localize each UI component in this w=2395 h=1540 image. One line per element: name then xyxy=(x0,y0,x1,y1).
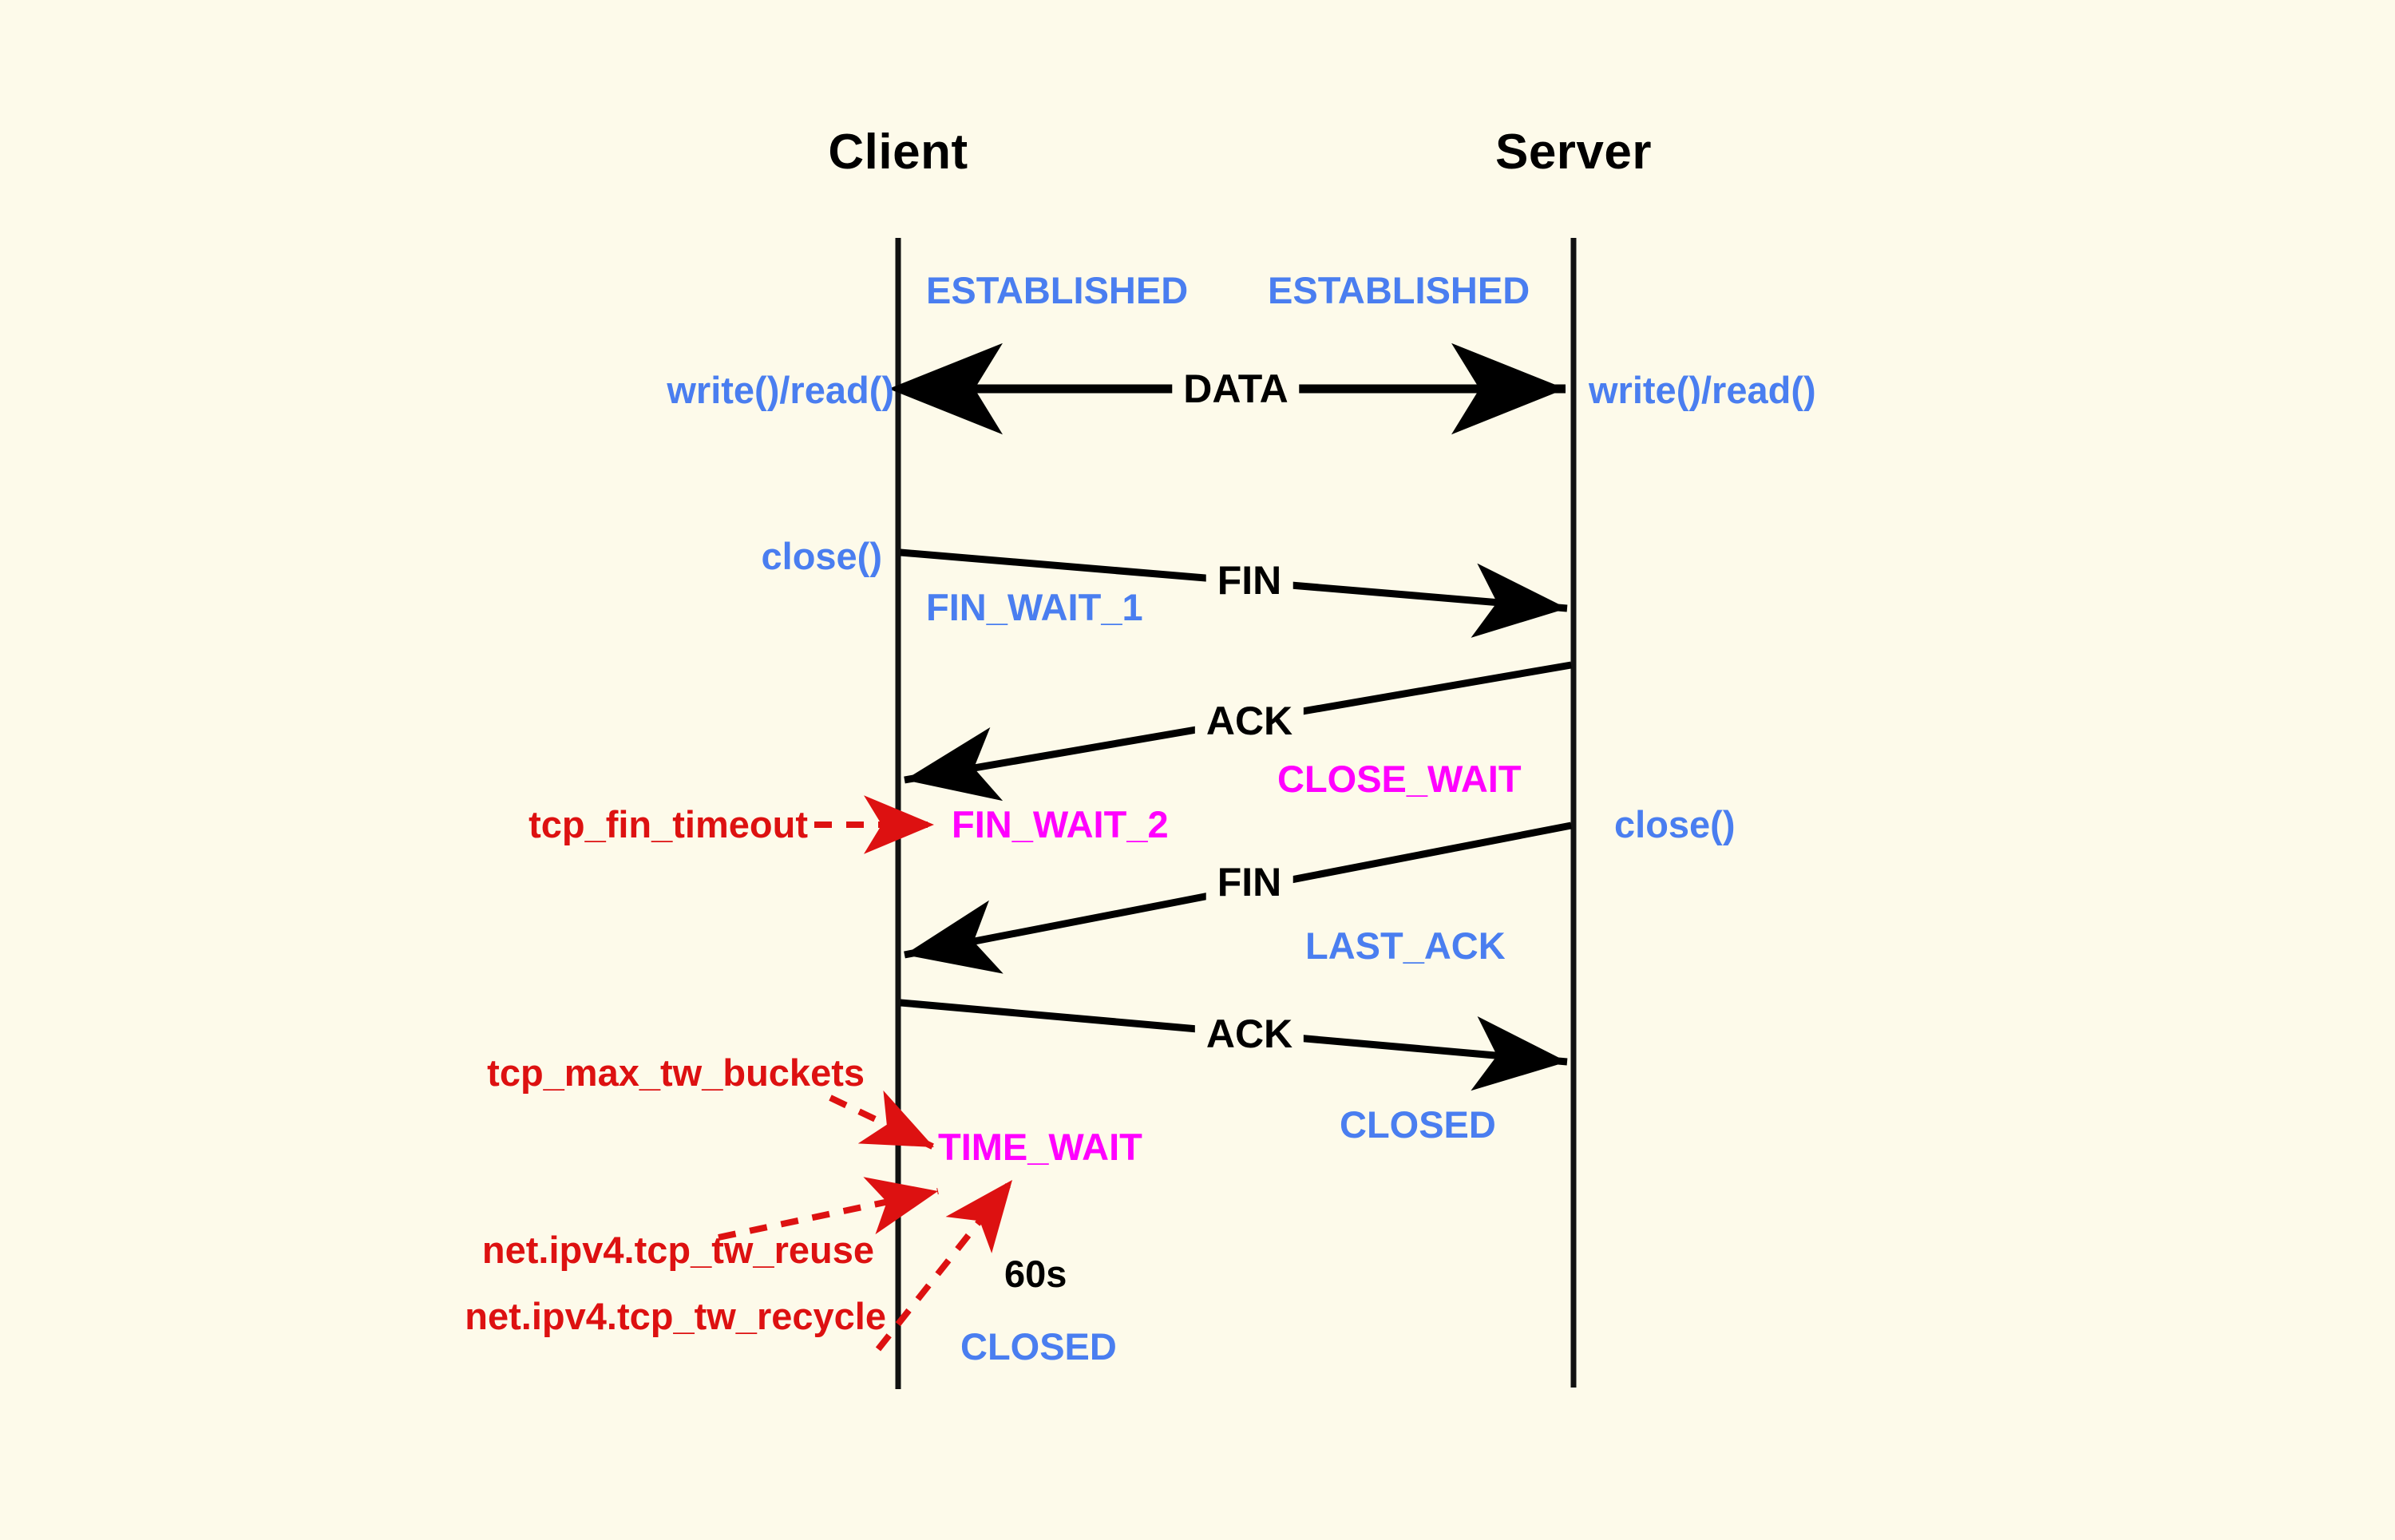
sysctl-tcp-fin-timeout: tcp_fin_timeout xyxy=(528,803,808,845)
client-state-closed: CLOSED xyxy=(960,1325,1117,1368)
client-state-time-wait: TIME_WAIT xyxy=(938,1126,1142,1168)
client-state-fin-wait-1: FIN_WAIT_1 xyxy=(926,586,1143,628)
client-header: Client xyxy=(828,125,968,180)
client-state-established: ESTABLISHED xyxy=(926,269,1189,311)
server-state-established: ESTABLISHED xyxy=(1268,269,1530,311)
sysctl-tcp-tw-reuse: net.ipv4.tcp_tw_reuse xyxy=(481,1229,874,1271)
server-state-last-ack: LAST_ACK xyxy=(1305,924,1506,967)
sysctl-tcp-tw-recycle: net.ipv4.tcp_tw_recycle xyxy=(465,1295,886,1337)
tcp-tw-recycle-pointer xyxy=(875,1178,1015,1352)
message-ack-2: ACK xyxy=(1194,1014,1304,1054)
message-ack-1: ACK xyxy=(1194,701,1304,741)
client-api-close: close() xyxy=(761,535,883,577)
server-header: Server xyxy=(1494,125,1653,180)
sysctl-tcp-max-tw-buckets: tcp_max_tw_buckets xyxy=(487,1051,865,1094)
tcp-max-tw-buckets-pointer xyxy=(829,1090,936,1150)
time-wait-duration: 60s xyxy=(1004,1253,1067,1295)
client-api-write-read: write()/read() xyxy=(667,369,894,411)
server-state-closed: CLOSED xyxy=(1340,1103,1496,1146)
client-state-fin-wait-2: FIN_WAIT_2 xyxy=(952,803,1169,845)
message-data: DATA xyxy=(1172,369,1300,409)
server-state-close-wait: CLOSE_WAIT xyxy=(1277,758,1522,800)
server-api-close: close() xyxy=(1614,803,1736,845)
message-fin-1: FIN xyxy=(1205,560,1293,600)
message-fin-2: FIN xyxy=(1205,862,1293,902)
server-api-write-read: write()/read() xyxy=(1589,369,1816,411)
